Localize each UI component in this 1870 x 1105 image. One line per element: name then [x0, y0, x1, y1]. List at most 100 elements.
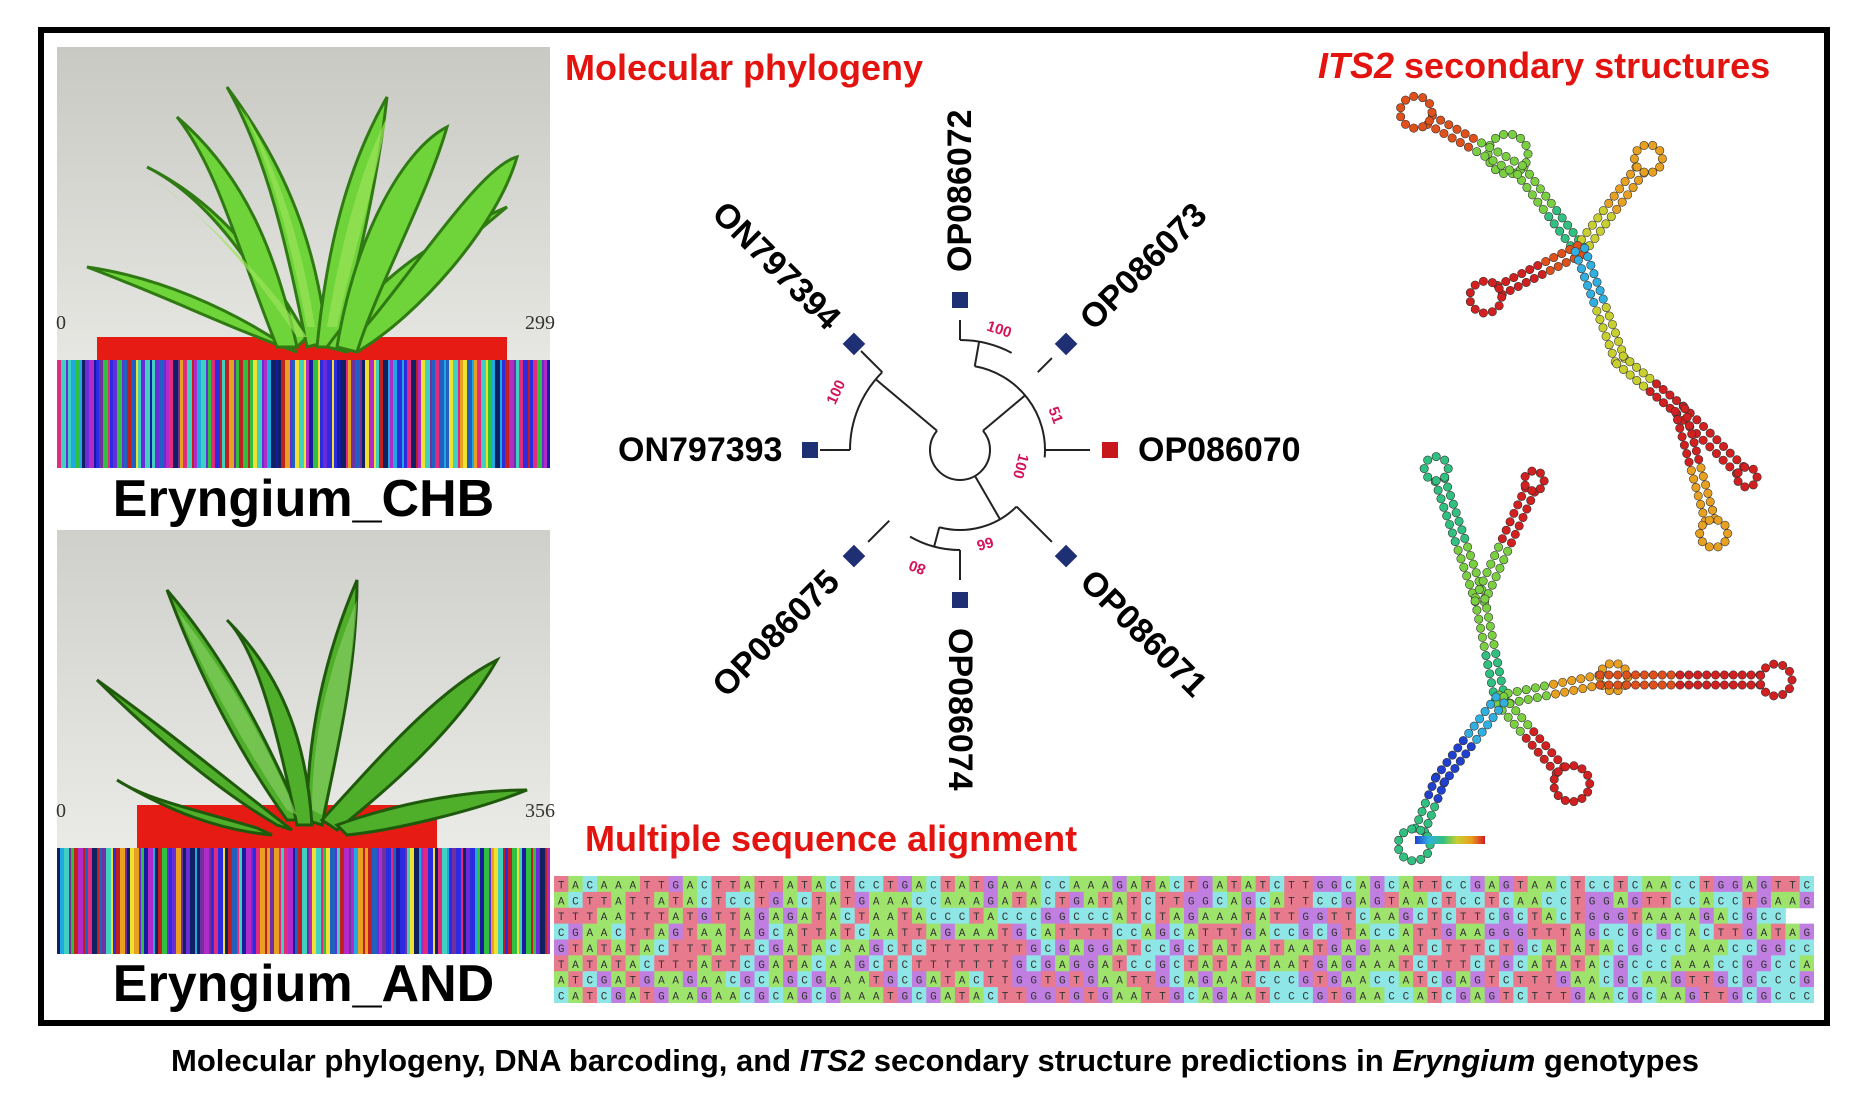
barcode-band — [377, 848, 379, 954]
msa-base: G — [1489, 928, 1496, 940]
barcode-band — [477, 360, 481, 468]
msa-cell — [1413, 987, 1428, 1003]
barcode-band — [295, 848, 298, 954]
msa-base: T — [816, 912, 823, 924]
rna-nucleotide — [1610, 328, 1620, 338]
msa-base: T — [644, 912, 651, 924]
msa-cell — [554, 971, 569, 988]
rna-nucleotide — [1444, 120, 1454, 130]
msa-cell — [1642, 876, 1657, 893]
rna-nucleotide — [1585, 779, 1595, 789]
rna-nucleotide — [1769, 659, 1779, 669]
barcode-band — [232, 848, 237, 954]
msa-base: T — [1159, 992, 1166, 1003]
msa-base: G — [644, 976, 651, 988]
rna-nucleotide — [1529, 727, 1539, 737]
msa-base: G — [859, 896, 866, 908]
msa-base: T — [973, 944, 980, 956]
msa-base: T — [1345, 912, 1352, 924]
msa-cell — [1742, 939, 1758, 956]
msa-base: C — [816, 992, 823, 1003]
barcode-band — [508, 848, 512, 954]
msa-base: G — [1660, 928, 1667, 940]
msa-base: C — [730, 976, 737, 988]
phylogeny-title: Molecular phylogeny — [565, 47, 924, 88]
msa-base: A — [1073, 880, 1080, 892]
msa-cell — [869, 955, 884, 972]
msa-base: A — [859, 944, 866, 956]
barcode-band — [340, 848, 344, 954]
msa-base: A — [901, 896, 908, 908]
barcode-band — [116, 848, 120, 954]
rna-nucleotide — [1514, 696, 1524, 706]
msa-cell — [625, 876, 641, 893]
msa-cell — [1355, 907, 1371, 925]
msa-base: T — [572, 976, 579, 988]
msa-base: C — [1646, 928, 1653, 940]
msa-base: A — [1030, 896, 1037, 908]
rna-nucleotide — [1711, 449, 1721, 459]
msa-cell — [1083, 939, 1099, 956]
barcode-band — [321, 848, 323, 954]
rna-nucleotide — [1549, 783, 1559, 793]
barcode-band — [253, 848, 256, 954]
rna-nucleotide — [1756, 670, 1766, 680]
rna-nucleotide — [1607, 319, 1617, 329]
rna-nucleotide — [1666, 670, 1676, 680]
msa-cell — [897, 907, 913, 925]
rna-nucleotide — [1465, 288, 1475, 298]
msa-base: G — [859, 960, 866, 972]
rna-nucleotide — [1604, 680, 1614, 690]
msa-cell — [1570, 923, 1586, 940]
bootstrap-value: 100 — [1009, 452, 1032, 481]
msa-cell — [1670, 907, 1686, 925]
rna-nucleotide — [1436, 115, 1446, 125]
barcode-band — [200, 848, 204, 954]
msa-base: A — [930, 976, 937, 988]
barcode-band — [190, 848, 195, 954]
msa-base: C — [758, 976, 765, 988]
msa-cell — [1155, 939, 1171, 956]
msa-cell — [1527, 923, 1543, 940]
barcode-band — [477, 848, 480, 954]
tree-branches — [820, 320, 1090, 580]
msa-base: T — [944, 976, 951, 988]
msa-cell — [883, 987, 899, 1003]
msa-cell — [1212, 891, 1228, 909]
rna-nucleotide — [1418, 122, 1428, 132]
barcode-band — [260, 848, 265, 954]
msa-cell — [1699, 923, 1715, 940]
rna-nucleotide — [1447, 528, 1457, 538]
rna-nucleotide — [1648, 140, 1658, 150]
msa-cell — [1141, 891, 1156, 909]
rna-nucleotide — [1460, 533, 1470, 543]
rna-nucleotide — [1778, 660, 1788, 670]
rna-nucleotide — [1468, 559, 1478, 569]
msa-base: A — [1646, 880, 1653, 892]
barcode-band — [295, 360, 299, 468]
msa-base: T — [1417, 976, 1424, 988]
msa-base: A — [615, 976, 622, 988]
msa-cell — [711, 939, 727, 956]
msa-base: A — [787, 880, 794, 892]
msa-cell — [797, 971, 813, 988]
msa-cell — [940, 923, 956, 940]
rna-nucleotide — [1752, 472, 1762, 482]
msa-cell — [568, 971, 584, 988]
rna-nucleotide — [1593, 213, 1603, 223]
barcode-band — [267, 848, 270, 954]
msa-cell — [1742, 891, 1758, 909]
msa-base: G — [1102, 944, 1109, 956]
rna-nucleotide — [1787, 675, 1797, 685]
msa-base: C — [1675, 880, 1682, 892]
rna-nucleotide — [1537, 269, 1547, 279]
msa-cell — [1370, 987, 1385, 1003]
barcode-band — [446, 360, 449, 468]
msa-cell — [1785, 939, 1801, 956]
msa-base: A — [1489, 880, 1496, 892]
rna-nucleotide — [1691, 446, 1701, 456]
msa-cell — [1384, 939, 1400, 956]
msa-cell — [840, 907, 856, 925]
msa-base: A — [844, 976, 851, 988]
msa-cell — [1642, 939, 1657, 956]
